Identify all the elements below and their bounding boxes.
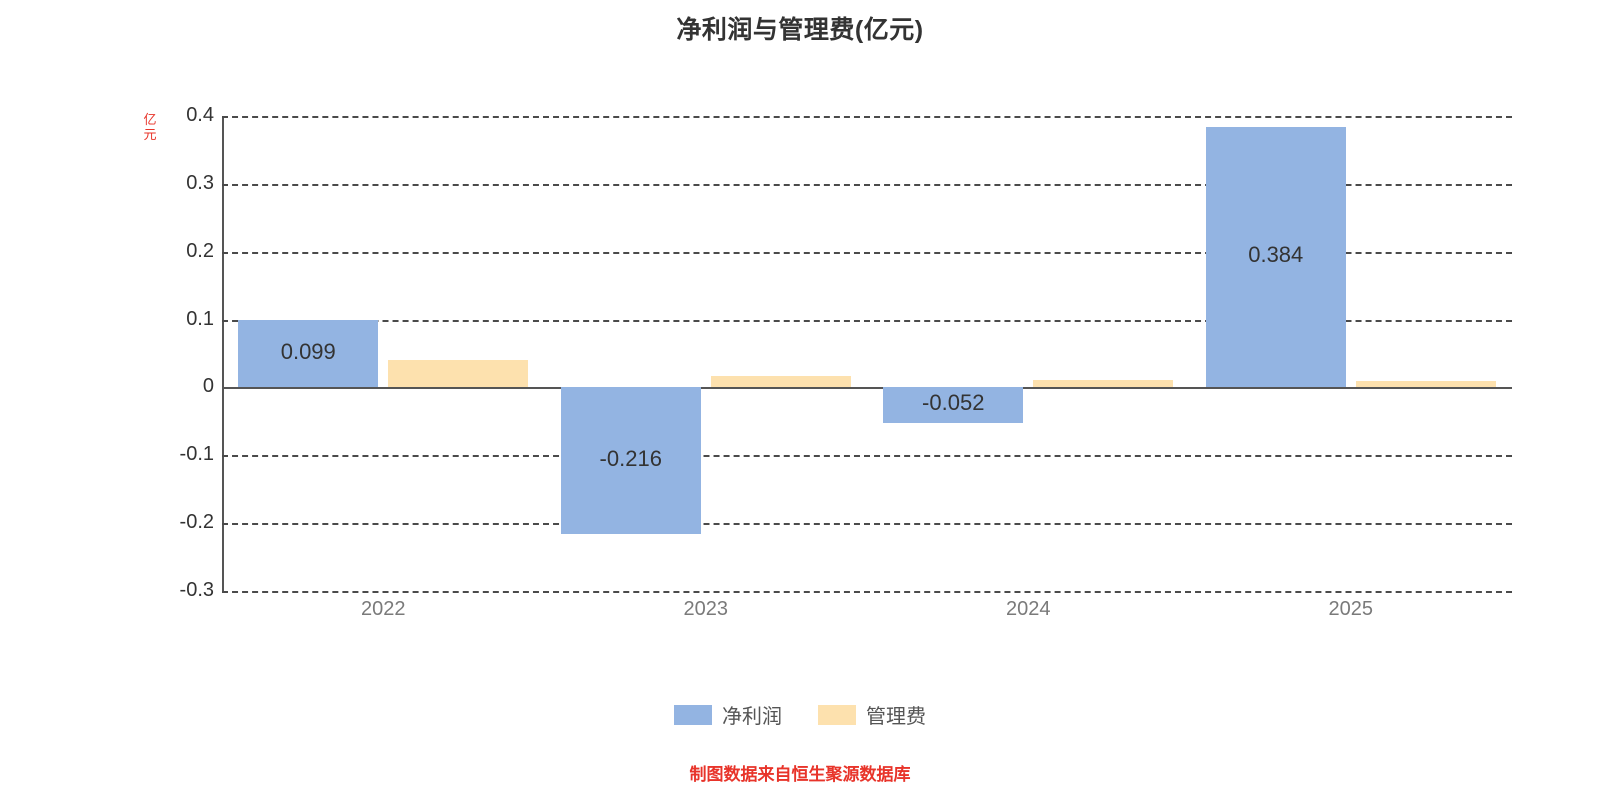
y-tick-label: 0.1 xyxy=(186,307,214,330)
chart-title: 净利润与管理费(亿元) xyxy=(676,16,924,44)
legend-item[interactable]: 管理费 xyxy=(818,700,926,729)
gridline xyxy=(222,591,1512,593)
x-tick-label: 2025 xyxy=(1328,598,1374,620)
legend-item[interactable]: 净利润 xyxy=(674,700,782,729)
bar-admin-expense[interactable] xyxy=(1033,379,1174,388)
y-tick-label: -0.1 xyxy=(179,443,214,466)
gridline xyxy=(222,116,1512,118)
y-tick-label: -0.2 xyxy=(179,511,214,534)
legend-swatch-icon xyxy=(818,704,856,725)
chart-legend: 净利润 管理费 xyxy=(0,700,1600,729)
x-tick-label: 2023 xyxy=(683,598,729,620)
chart-footnote: 制图数据来自恒生聚源数据库 xyxy=(689,765,911,784)
gridline xyxy=(222,183,1512,186)
y-tick-label: 0.4 xyxy=(186,104,214,126)
y-tick-label: 0.2 xyxy=(186,239,214,262)
bar-value-label: -0.052 xyxy=(922,390,985,416)
bar-admin-expense[interactable] xyxy=(388,359,529,388)
bar-value-label: 0.099 xyxy=(280,338,336,364)
legend-swatch-icon xyxy=(674,704,712,725)
bar-value-label: 0.384 xyxy=(1248,242,1304,268)
zero-baseline xyxy=(222,387,1512,390)
bar-net-profit[interactable] xyxy=(883,387,1024,423)
gridline xyxy=(222,251,1512,254)
y-axis-tick-labels: 0.4 0.3 0.2 0.1 0 -0.1 -0.2 -0.3 xyxy=(142,104,214,601)
plot-area: 0.099 -0.216 -0.052 0.384 xyxy=(222,116,1512,593)
y-tick-label: 0.3 xyxy=(186,171,214,194)
bar-net-profit[interactable] xyxy=(560,387,701,534)
bar-admin-expense[interactable] xyxy=(710,375,851,388)
gridline xyxy=(222,523,1512,526)
bar-net-profit[interactable] xyxy=(1205,126,1346,388)
legend-label: 管理费 xyxy=(866,706,926,728)
gridline xyxy=(222,319,1512,322)
y-axis-line xyxy=(222,116,224,591)
legend-label: 净利润 xyxy=(722,706,782,728)
gridline xyxy=(222,455,1512,458)
y-axis-unit-label: 亿元 xyxy=(143,112,157,142)
y-tick-label: 0 xyxy=(202,375,214,398)
x-tick-label: 2024 xyxy=(1006,598,1051,620)
x-tick-label: 2022 xyxy=(361,598,406,620)
bar-admin-expense[interactable] xyxy=(1355,381,1496,388)
x-axis-tick-labels: 2022 2023 2024 2025 xyxy=(222,598,1512,628)
bar-value-label: -0.216 xyxy=(599,445,662,471)
bar-net-profit[interactable] xyxy=(238,320,379,388)
y-tick-label: -0.3 xyxy=(179,579,214,601)
